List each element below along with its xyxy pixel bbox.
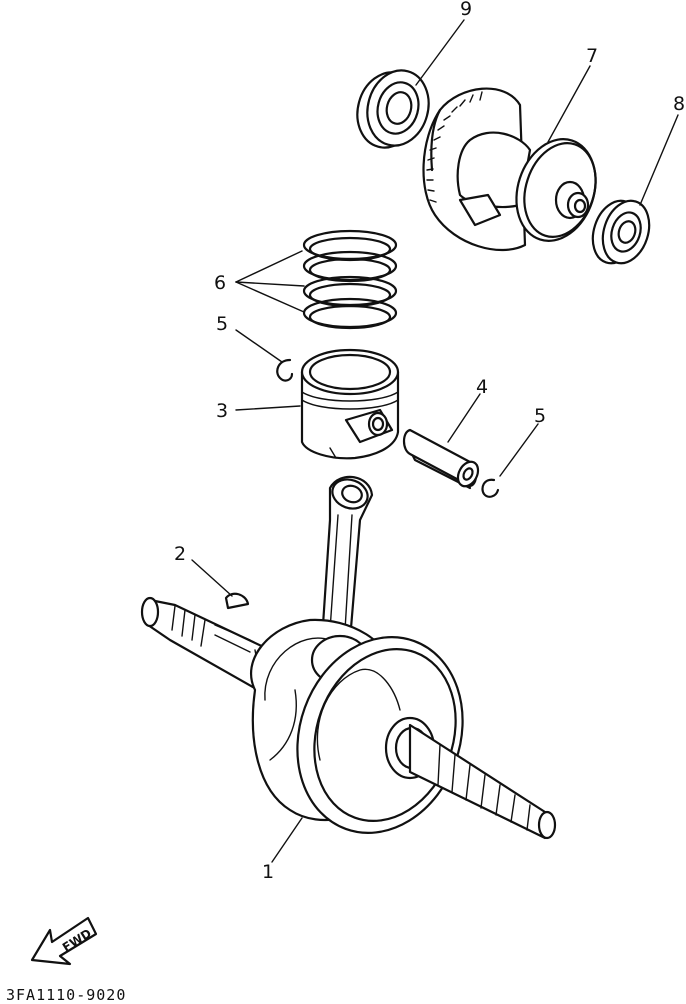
callout-5-right: 5 xyxy=(534,405,546,427)
fwd-arrow-icon: FWD xyxy=(30,916,98,966)
callout-7: 7 xyxy=(586,45,598,67)
key xyxy=(224,592,250,610)
callout-1: 1 xyxy=(262,861,274,883)
callout-9: 9 xyxy=(460,0,472,20)
bearing-right xyxy=(591,199,651,265)
callout-6: 6 xyxy=(214,272,226,294)
clip-left xyxy=(276,358,294,382)
piston xyxy=(300,348,400,460)
crankshaft xyxy=(140,475,557,840)
piston-rings xyxy=(302,229,398,330)
callouts: 9 7 8 6 5 3 4 5 2 1 xyxy=(174,0,685,883)
callout-4: 4 xyxy=(476,376,488,398)
callout-8: 8 xyxy=(673,93,685,115)
leader-lines xyxy=(191,19,679,863)
callout-2: 2 xyxy=(174,543,186,565)
piston-pin xyxy=(402,428,480,490)
clip-right xyxy=(481,478,500,498)
bearing-top xyxy=(356,69,430,149)
callout-5-left: 5 xyxy=(216,313,228,335)
diagram-code: 3FA1110-9020 xyxy=(6,986,126,1004)
callout-3: 3 xyxy=(216,400,228,422)
balancer-gear xyxy=(422,87,597,252)
